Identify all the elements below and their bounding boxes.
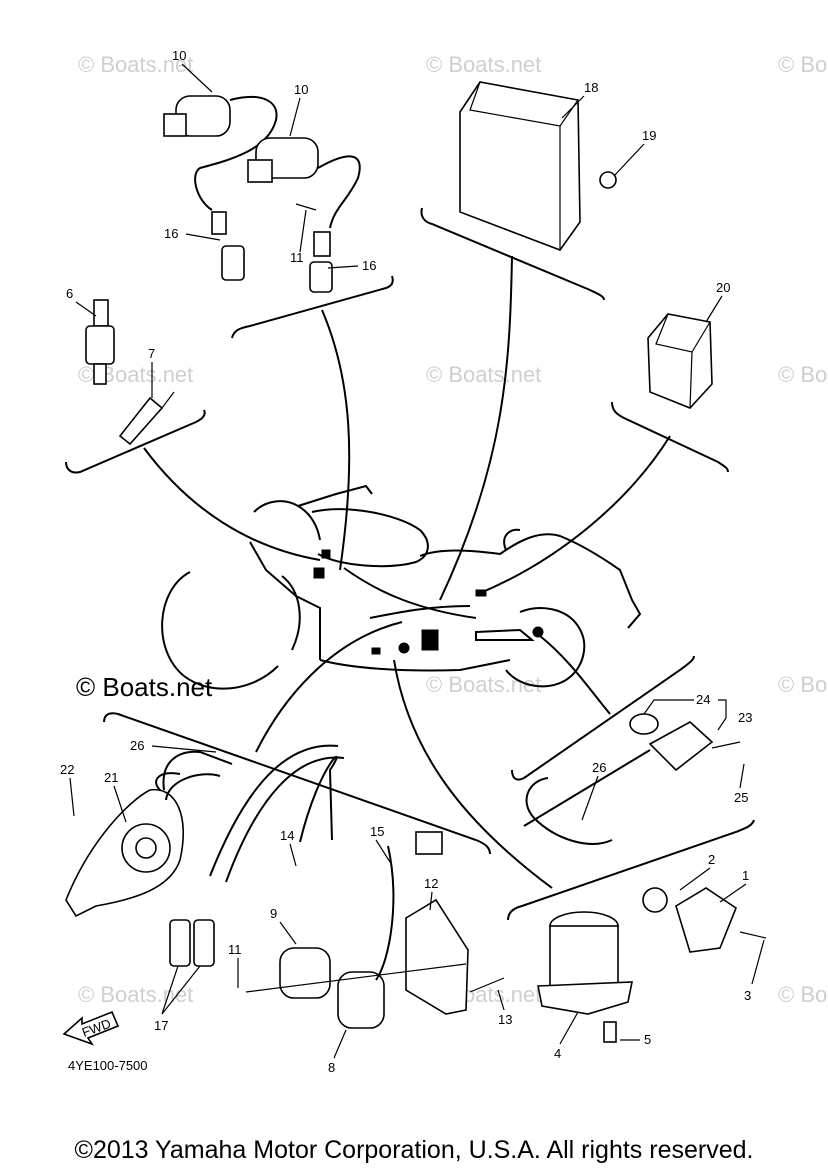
part-label: 5 (644, 1032, 651, 1047)
part-label: 4 (554, 1046, 561, 1061)
part-label: 10 (294, 82, 308, 97)
watermark: © Bo (778, 52, 827, 77)
part-label: 14 (280, 828, 294, 843)
part-label: 20 (716, 280, 730, 295)
part-plug-leads (169, 744, 345, 967)
part-label: 22 (60, 762, 74, 777)
part-ignition-coils-top (163, 95, 361, 293)
part-horn (65, 750, 233, 918)
copyright-notice: ©2013 Yamaha Motor Corporation, U.S.A. A… (74, 1136, 754, 1164)
part-label: 6 (66, 286, 73, 301)
watermark: © Boats.net (426, 672, 541, 697)
part-labels: 10 10 18 19 16 11 16 6 7 20 24 23 26 25 … (60, 48, 752, 1075)
part-label: 19 (642, 128, 656, 143)
part-label: 16 (164, 226, 178, 241)
part-label: 17 (154, 1018, 168, 1033)
part-label: 11 (290, 250, 304, 265)
part-label: 3 (744, 988, 751, 1003)
fwd-arrow-icon: FWD (62, 1010, 120, 1046)
part-label: 7 (148, 346, 155, 361)
watermark: © Bo (778, 362, 827, 387)
part-label: 13 (498, 1012, 512, 1027)
part-cdi-unit (459, 81, 617, 251)
watermarks: © Boats.net © Boats.net © Bo © Boats.net… (76, 52, 827, 1007)
part-label: 11 (228, 942, 242, 957)
group-brackets (65, 207, 755, 921)
label-leaders (69, 63, 765, 1059)
watermark-main: © Boats.net (76, 672, 213, 702)
part-label: 18 (584, 80, 598, 95)
leader-curves (143, 255, 671, 889)
watermark: © Bo (778, 982, 827, 1007)
part-sensors-left (85, 299, 175, 446)
part-label: 8 (328, 1060, 335, 1075)
part-label: 21 (104, 770, 118, 785)
part-label: 1 (742, 868, 749, 883)
watermark: © Boats.net (78, 52, 193, 77)
part-label: 2 (708, 852, 715, 867)
part-label: 26 (592, 760, 606, 775)
part-label: 24 (696, 692, 710, 707)
fwd-label: FWD (80, 1016, 113, 1040)
part-label: 23 (738, 710, 752, 725)
part-relay (647, 313, 713, 409)
part-label: 26 (130, 738, 144, 753)
part-label: 16 (362, 258, 376, 273)
part-label: 9 (270, 906, 277, 921)
part-label: 12 (424, 876, 438, 891)
motorcycle-outline (161, 484, 642, 690)
watermark: © Bo (778, 672, 827, 697)
part-coils-bottom (245, 831, 505, 1029)
part-sender-and-switches (523, 713, 767, 1043)
watermark: © Boats.net (426, 52, 541, 77)
watermark: © Boats.net (78, 982, 193, 1007)
diagram-code: 4YE100-7500 (68, 1058, 148, 1073)
watermark: © Boats.net (426, 362, 541, 387)
part-label: 15 (370, 824, 384, 839)
part-label: 10 (172, 48, 186, 63)
part-label: 25 (734, 790, 748, 805)
